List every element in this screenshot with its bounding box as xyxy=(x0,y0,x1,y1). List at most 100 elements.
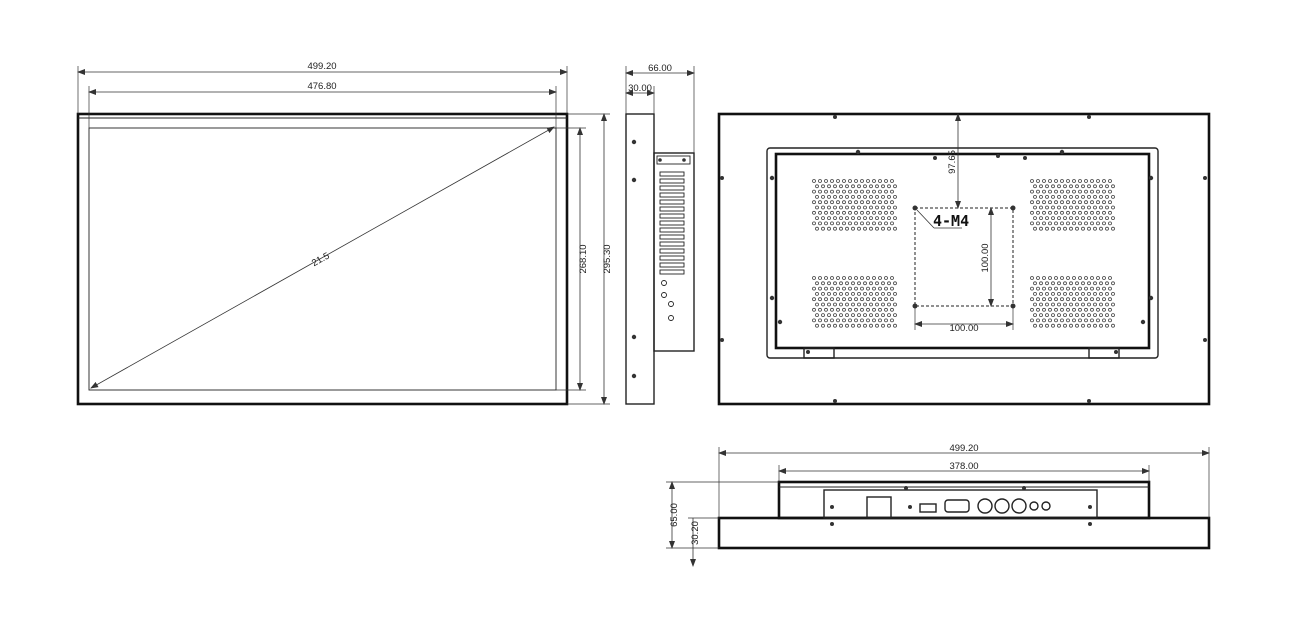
vent-hole xyxy=(1030,200,1034,205)
vent-hole xyxy=(824,189,828,194)
side-depth-total-label: 66.00 xyxy=(648,63,672,74)
rear-bezel-screw-5 xyxy=(720,338,724,342)
vent-hole xyxy=(1057,281,1061,286)
vent-hole xyxy=(887,226,891,231)
vent-hole xyxy=(1081,205,1085,210)
vent-hole xyxy=(839,281,843,286)
vent-hole xyxy=(1090,276,1094,280)
rear-screw-12 xyxy=(1114,350,1118,354)
vent-hole xyxy=(1084,307,1088,312)
vent-hole xyxy=(1036,297,1040,302)
vent-hole xyxy=(890,318,894,323)
vent-hole xyxy=(881,226,885,231)
vent-hole xyxy=(1093,302,1097,307)
vent-hole xyxy=(866,318,870,323)
vent-hole xyxy=(1057,313,1061,318)
vent-hole xyxy=(1060,200,1064,205)
vent-hole xyxy=(1099,226,1103,231)
vent-hole xyxy=(842,297,846,302)
vent-hole xyxy=(827,184,831,189)
vent-hole xyxy=(854,286,858,291)
vent-hole xyxy=(833,184,837,189)
vent-hole xyxy=(884,286,888,291)
vent-hole xyxy=(1048,307,1052,312)
vent-hole xyxy=(845,323,849,328)
vent-hole xyxy=(1105,216,1109,221)
side-port-c xyxy=(668,301,674,307)
vent-hole xyxy=(1108,179,1112,183)
vent-hole xyxy=(842,318,846,323)
vent-hole xyxy=(836,297,840,302)
vent-hole xyxy=(878,221,882,226)
vent-hole xyxy=(815,291,819,296)
vent-hole xyxy=(1105,313,1109,318)
vent-hole xyxy=(1036,210,1040,215)
vent-hole xyxy=(1057,205,1061,210)
vent-hole xyxy=(818,307,822,312)
vent-hole xyxy=(1090,200,1094,205)
vent-hole xyxy=(842,286,846,291)
vent-hole xyxy=(1081,184,1085,189)
vent-hole xyxy=(842,200,846,205)
vent-hole xyxy=(1048,318,1052,323)
vent-hole xyxy=(1081,226,1085,231)
vent-hole xyxy=(1063,184,1067,189)
vent-hole xyxy=(824,318,828,323)
vent-hole xyxy=(827,313,831,318)
vent-hole xyxy=(1078,318,1082,323)
vent-hole xyxy=(845,194,849,199)
vent-hole xyxy=(857,313,861,318)
front-bezel-outline xyxy=(76,112,569,406)
vent-hole xyxy=(860,200,864,205)
vent-hole xyxy=(875,194,879,199)
vent-hole xyxy=(827,291,831,296)
bottom-height-total-label: 65.00 xyxy=(669,503,680,527)
vent-hole xyxy=(821,313,825,318)
rear-screw-3 xyxy=(769,175,775,181)
vent-hole xyxy=(1042,318,1046,323)
vent-hole xyxy=(815,302,819,307)
vent-hole xyxy=(815,184,819,189)
vent-hole xyxy=(1096,189,1100,194)
vent-hole xyxy=(839,313,843,318)
vent-hole xyxy=(1099,291,1103,296)
vent-hole xyxy=(1063,216,1067,221)
vent-hole xyxy=(1051,205,1055,210)
vent-hole xyxy=(1039,313,1043,318)
vent-hole xyxy=(863,184,867,189)
vent-hole xyxy=(872,276,876,280)
vent-hole xyxy=(884,179,888,183)
vent-hole xyxy=(875,216,879,221)
vent-hole xyxy=(884,307,888,312)
vent-hole xyxy=(860,189,864,194)
vent-hole xyxy=(1072,286,1076,291)
vent-hole xyxy=(893,302,897,307)
vent-hole xyxy=(884,210,888,215)
vent-hole xyxy=(884,297,888,302)
vent-hole xyxy=(869,313,873,318)
vent-hole xyxy=(815,194,819,199)
vent-hole xyxy=(1090,210,1094,215)
vent-hole xyxy=(833,313,837,318)
vent-hole xyxy=(1087,302,1091,307)
vent-hole xyxy=(824,297,828,302)
vent-hole xyxy=(1090,297,1094,302)
vent-hole xyxy=(848,210,852,215)
vent-hole xyxy=(1084,318,1088,323)
vent-hole xyxy=(1054,307,1058,312)
vent-hole xyxy=(893,216,897,221)
vent-hole xyxy=(830,307,834,312)
vent-hole xyxy=(1045,194,1049,199)
side-screw-2 xyxy=(631,177,637,183)
vent-hole xyxy=(821,226,825,231)
rear-vesa-hole-tr xyxy=(1010,205,1016,211)
vent-hole xyxy=(878,179,882,183)
vent-hole xyxy=(872,297,876,302)
vent-hole xyxy=(890,210,894,215)
vent-hole xyxy=(1033,291,1037,296)
vent-hole xyxy=(818,179,822,183)
vent-hole xyxy=(860,276,864,280)
vent-hole xyxy=(1030,318,1034,323)
vent-hole xyxy=(1078,179,1082,183)
vent-hole xyxy=(848,189,852,194)
